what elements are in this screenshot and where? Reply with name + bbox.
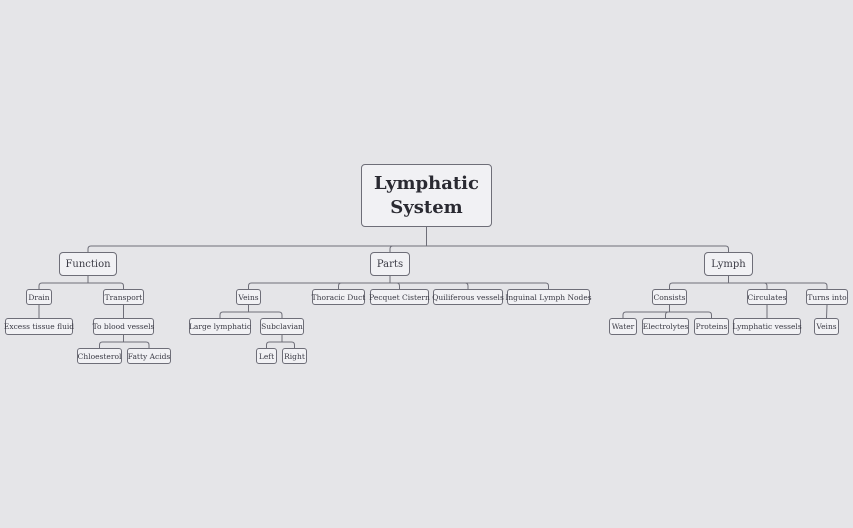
connector-b2c0-b2c0c2 xyxy=(669,305,712,318)
node-electrolytes[interactable]: Electrolytes xyxy=(642,318,689,335)
connector-r-b1 xyxy=(389,227,427,252)
connector-b1-b1c4 xyxy=(389,276,549,289)
connector-r-b0 xyxy=(87,227,427,252)
connector-b0-b0c0 xyxy=(38,276,89,289)
node-consists[interactable]: Consists xyxy=(652,289,687,305)
root-node-lymphatic-system[interactable]: Lymphatic System xyxy=(361,164,492,227)
node-transport[interactable]: Transport xyxy=(103,289,144,305)
connector-r-b2 xyxy=(426,227,729,252)
connector-b1c0-b1c0c1 xyxy=(248,305,283,318)
node-water[interactable]: Water xyxy=(609,318,637,335)
connector-b2c0-b2c0c0 xyxy=(622,305,670,318)
connector-b1c0-b1c0c0 xyxy=(219,305,249,318)
connector-b0c1c0-b0c1c0c0 xyxy=(99,335,124,348)
node-thoracic-duct[interactable]: Thoracic Duct xyxy=(312,289,365,305)
connector-b2-b2c2 xyxy=(728,276,828,289)
node-inguinal-lymph-nodes[interactable]: Inguinal Lymph Nodes xyxy=(505,289,592,305)
node-pecquet-cistern[interactable]: Pecquet Cistern xyxy=(369,289,430,305)
branch-function[interactable]: Function xyxy=(59,252,117,276)
branch-lymph[interactable]: Lymph xyxy=(704,252,753,276)
node-excess-tissue-fluid[interactable]: Excess tissue fluid xyxy=(4,318,74,335)
node-lymphatic-vessels[interactable]: Lymphatic vessels xyxy=(732,318,802,335)
node-chloesterol[interactable]: Chloesterol xyxy=(77,348,122,364)
branch-parts[interactable]: Parts xyxy=(370,252,410,276)
connector-b2c0-b2c0c1 xyxy=(665,305,670,318)
node-veins-result[interactable]: Veins xyxy=(814,318,839,335)
node-large-lymphatic[interactable]: Large lymphatic xyxy=(189,318,251,335)
connector-b1c0c1-b1c0c1c1 xyxy=(281,335,295,348)
node-circulates[interactable]: Circulates xyxy=(747,289,787,305)
connector-b0-b0c1 xyxy=(87,276,124,289)
connector-b1-b1c1 xyxy=(338,276,391,289)
connector-b0c1c0-b0c1c0c1 xyxy=(123,335,150,348)
node-drain[interactable]: Drain xyxy=(26,289,52,305)
node-proteins[interactable]: Proteins xyxy=(694,318,729,335)
node-quiliferous-vessels[interactable]: Quiliferous vessels xyxy=(432,289,504,305)
node-veins[interactable]: Veins xyxy=(236,289,261,305)
connector-b1-b1c0 xyxy=(248,276,391,289)
connector-b2-b2c0 xyxy=(669,276,729,289)
node-right[interactable]: Right xyxy=(282,348,307,364)
node-subclavian[interactable]: Subclavian xyxy=(260,318,304,335)
node-turns-into[interactable]: Turns into xyxy=(806,289,848,305)
node-fatty-acids[interactable]: Fatty Acids xyxy=(127,348,171,364)
node-to-blood-vessels[interactable]: To blood vessels xyxy=(93,318,154,335)
connector-b2c2-b2c2c0 xyxy=(826,304,828,319)
node-left[interactable]: Left xyxy=(256,348,277,364)
connector-b1c0c1-b1c0c1c0 xyxy=(266,335,283,348)
